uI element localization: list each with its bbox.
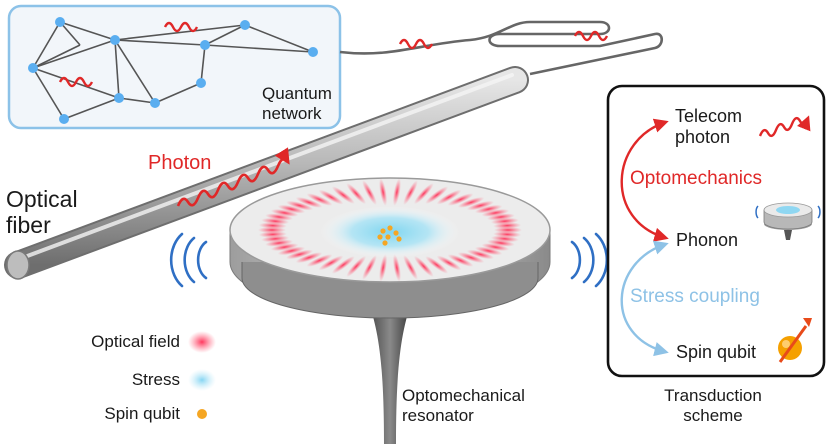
optical-field-lobe — [306, 254, 333, 267]
telecom-photon-label-line2: photon — [675, 126, 731, 147]
optical-field-lobe — [379, 178, 388, 206]
photon-label: Photon — [148, 152, 212, 174]
optical-field-lobe — [403, 255, 418, 280]
optical-field-lobe — [286, 200, 314, 211]
optomechanical-resonator — [169, 177, 609, 444]
stress-region — [320, 206, 460, 258]
optical-field-lobe — [466, 249, 494, 260]
legend — [188, 331, 216, 419]
transduction-scheme-panel — [606, 84, 826, 378]
legend-spin-qubit-label: Spin qubit — [104, 404, 180, 423]
optical-field-lobe — [346, 255, 367, 277]
fiber-photon-wave — [176, 147, 290, 207]
legend-stress-label: Stress — [131, 370, 180, 389]
optical-field-lobe — [346, 183, 367, 205]
legend-stress-swatch — [188, 369, 216, 391]
optical-field-lobe — [331, 256, 355, 274]
optical-fiber — [4, 66, 529, 280]
optical-field-lobe — [457, 252, 485, 264]
optical-fiber-label-line2: fiber — [6, 212, 51, 239]
optical-field-lobe — [362, 180, 377, 205]
optical-field-lobe — [436, 189, 462, 205]
optical-field-lobe — [474, 246, 503, 256]
fiber-end-face — [6, 250, 30, 280]
optical-field-lobe — [403, 180, 418, 205]
quantum-network-label-line1: Quantum — [262, 84, 332, 103]
optical-field-ring — [258, 178, 522, 282]
telecom-photon-label-line1: Telecom — [675, 106, 743, 126]
optical-field-lobe — [392, 254, 401, 282]
optical-field-lobe — [425, 186, 449, 204]
optical-field-lobe — [379, 254, 388, 282]
fiber-coil — [339, 20, 664, 76]
telecom-photon-wave — [758, 115, 811, 138]
quantum-network-label: Quantum network — [262, 84, 332, 123]
resonator-label-line1: Optomechanical — [402, 386, 525, 405]
optical-field-lobe — [493, 222, 522, 229]
network-nodes — [28, 17, 318, 124]
optical-field-lobe — [362, 255, 377, 280]
resonator-label: Optomechanical resonator — [402, 386, 525, 425]
spin-qubit-cluster — [377, 225, 402, 246]
transduction-scheme-title: Transduction scheme — [648, 386, 778, 425]
optical-field-lobe — [425, 256, 449, 274]
optical-field-lobe — [295, 252, 323, 264]
optical-field-lobe — [306, 193, 333, 206]
optical-field-lobe — [277, 204, 306, 214]
spin-qubit-icon — [778, 318, 812, 363]
optical-field-lobe — [436, 255, 462, 271]
optical-field-lobe — [481, 243, 510, 251]
optomechanics-arrow — [620, 118, 669, 242]
legend-spin-qubit-swatch — [197, 409, 207, 419]
optical-fiber-label: Optical fiber — [6, 186, 78, 239]
optical-field-lobe — [413, 183, 434, 205]
optical-field-lobe — [447, 193, 474, 206]
legend-optical-field-label: Optical field — [91, 332, 180, 351]
resonator-stem — [368, 300, 412, 444]
transduction-scheme-title-line2: scheme — [683, 405, 743, 425]
vibration-arcs-right — [570, 232, 609, 288]
optical-field-lobe — [392, 178, 401, 206]
telecom-photon-label: Telecom photon — [675, 106, 742, 147]
quantum-network — [7, 4, 342, 130]
stress-coupling-arrow — [620, 240, 669, 357]
stress-coupling-label: Stress coupling — [630, 286, 760, 307]
optical-field-lobe — [474, 204, 503, 214]
optical-field-lobe — [270, 209, 299, 217]
optical-field-lobe — [295, 196, 323, 208]
optomechanics-label: Optomechanics — [630, 168, 763, 189]
optical-field-lobe — [466, 200, 494, 211]
transduction-scheme-title-line1: Transduction — [664, 386, 762, 405]
spin-qubit-label: Spin qubit — [676, 342, 757, 362]
vibration-arcs-left — [169, 232, 208, 288]
quantum-network-label-line2: network — [262, 103, 322, 123]
optical-field-lobe — [270, 243, 299, 251]
optical-field-lobe — [318, 255, 344, 271]
optical-field-lobe — [447, 254, 474, 267]
mini-resonator-icon — [755, 202, 821, 240]
optical-field-lobe — [413, 255, 434, 277]
optical-field-lobe — [286, 249, 314, 260]
optical-field-lobe — [331, 186, 355, 204]
resonator-label-line2: resonator — [402, 405, 474, 425]
optical-field-lobe — [277, 246, 306, 256]
optical-field-lobe — [481, 209, 510, 217]
coil-photon-wave-1 — [398, 38, 434, 50]
network-photon-wave-1 — [163, 21, 199, 33]
phonon-label: Phonon — [676, 230, 739, 250]
optical-field-lobe — [457, 196, 485, 208]
network-photon-wave-2 — [58, 76, 94, 88]
coil-photon-wave-2 — [573, 30, 609, 42]
legend-optical-field-swatch — [188, 331, 216, 353]
optical-fiber-label-line1: Optical — [6, 186, 78, 212]
optical-field-lobe — [318, 189, 344, 205]
